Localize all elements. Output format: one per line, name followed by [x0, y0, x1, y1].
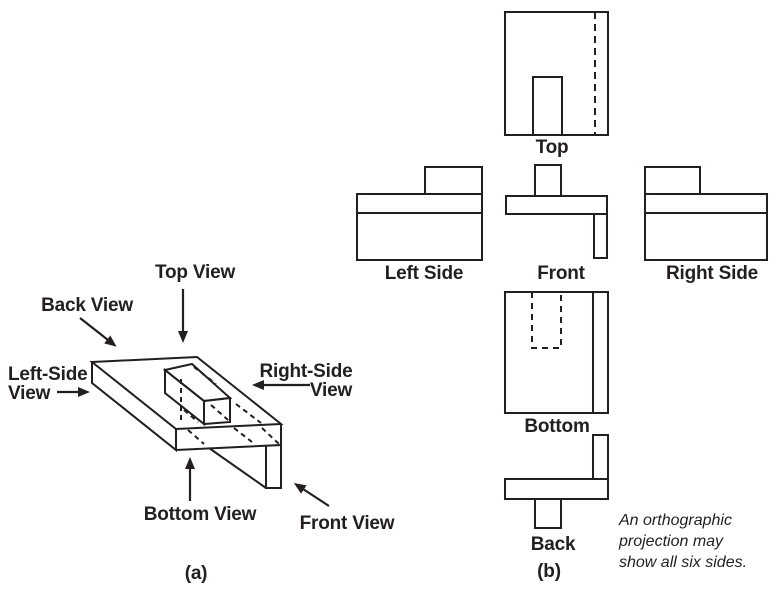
view-bottom-label: Bottom	[524, 416, 590, 437]
right-side-tab	[644, 166, 701, 194]
view-top-drawing	[504, 11, 609, 136]
hidden-edge	[261, 427, 280, 445]
hidden-edge	[235, 403, 262, 424]
left-side-outline	[356, 193, 483, 261]
hidden-edges	[180, 366, 280, 445]
view-right-side-label: Right Side	[666, 263, 758, 284]
view-left-side-drawing	[356, 166, 483, 261]
front-view-arrow	[293, 482, 330, 507]
right-side-view-label-line2: View	[309, 380, 353, 401]
view-right-side-drawing	[644, 166, 768, 261]
leg-front-face	[265, 445, 282, 489]
block-front-face	[203, 396, 231, 426]
figure-a-pictorial	[57, 289, 330, 507]
top-outline	[504, 11, 609, 136]
figure-b-views-linework	[356, 11, 768, 529]
back-view-arrow	[79, 317, 117, 347]
view-front-label: Front	[537, 263, 585, 284]
leg-bottom-edge	[208, 447, 267, 489]
slab-left-face	[91, 362, 177, 453]
bottom-hidden-tab	[531, 292, 562, 349]
hidden-edge	[183, 409, 199, 423]
leg	[208, 445, 282, 489]
view-bottom-drawing	[504, 291, 609, 414]
hidden-edge	[210, 404, 229, 421]
block-tab	[162, 362, 233, 427]
bottom-view-label: Bottom View	[143, 504, 257, 525]
view-back-label: Back	[530, 534, 576, 555]
back-view-label: Back View	[41, 295, 133, 316]
hidden-edge	[187, 429, 205, 445]
hidden-edge	[193, 366, 217, 385]
note-line-3: show all six sides.	[619, 554, 748, 571]
figure-b-caption: (b)	[537, 561, 561, 582]
view-left-side-label: Left Side	[384, 263, 464, 284]
front-leg	[593, 214, 608, 259]
front-outline	[505, 195, 608, 215]
back-leg	[592, 434, 609, 479]
hidden-edge	[233, 427, 253, 443]
left-side-tab	[424, 166, 483, 194]
left-side-view-label-line2: View	[8, 383, 51, 404]
top-view-label: Top View	[154, 262, 236, 283]
slab	[89, 355, 284, 453]
figure-a-caption: (a)	[184, 563, 208, 584]
block-left-face	[164, 367, 205, 427]
front-view-label: Front View	[299, 513, 395, 534]
right-side-view-label-line1: Right-Side	[259, 361, 353, 382]
back-tab	[534, 499, 562, 529]
front-tab	[534, 164, 562, 196]
note-line-2: projection may	[619, 533, 724, 550]
view-back-drawing	[504, 434, 609, 529]
view-front-drawing	[505, 164, 608, 259]
left-side-view-label-line1: Left-Side	[8, 364, 88, 385]
orthographic-note: An orthographic projection may show all …	[619, 510, 747, 573]
view-arrows	[57, 289, 330, 507]
view-top-label: Top	[535, 137, 569, 158]
right-side-outline	[644, 193, 768, 261]
note-line-1: An orthographic	[619, 512, 732, 529]
bottom-outline	[504, 291, 609, 414]
slab-top-face	[89, 355, 284, 431]
back-outline	[504, 478, 609, 500]
top-tab	[532, 76, 563, 135]
